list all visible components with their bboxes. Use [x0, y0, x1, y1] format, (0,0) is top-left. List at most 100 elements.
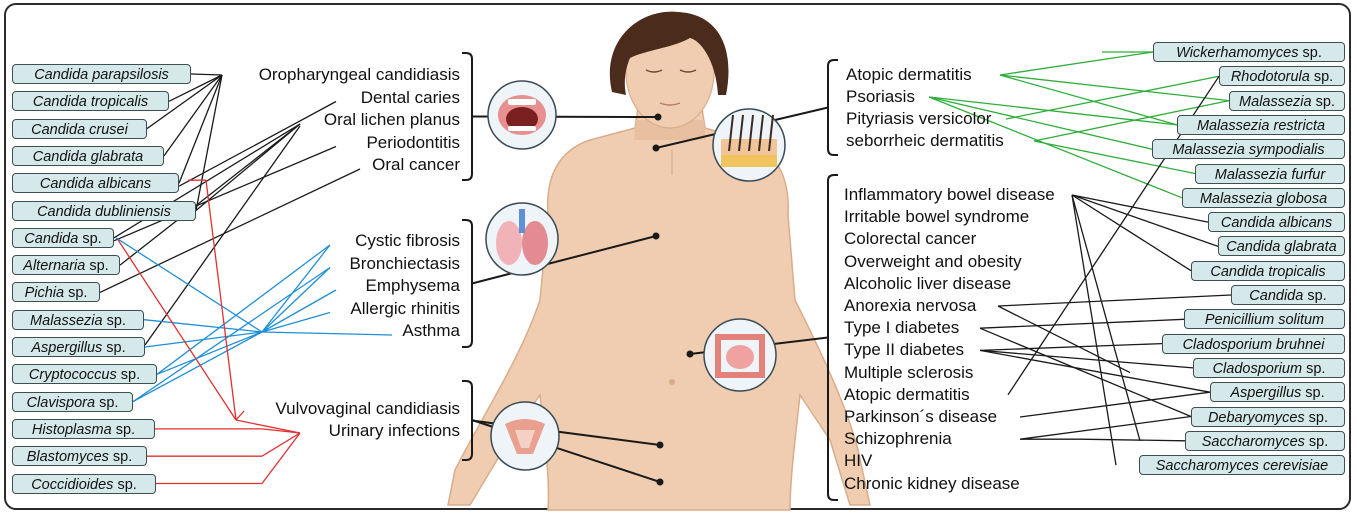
left-organism-box: Aspergillus sp. — [12, 337, 145, 357]
organism-name: Saccharomyces cerevisiae — [1156, 458, 1328, 474]
urogenital-link-line — [262, 433, 300, 484]
organism-suffix: sp. — [1301, 385, 1324, 401]
left-organism-box: Clavispora sp. — [12, 392, 133, 412]
organism-name: Candida glabrata — [33, 149, 143, 165]
skin-disease-label: Pityriasis versicolor — [846, 109, 991, 129]
organism-suffix: sp. — [103, 313, 126, 329]
organism-name: Cryptococcus — [29, 367, 117, 383]
organism-suffix: sp. — [1305, 410, 1328, 426]
right-organism-box: Saccharomyces sp. — [1185, 431, 1345, 451]
gut-disease-label: HIV — [844, 451, 872, 471]
left-organism-box: Cryptococcus sp. — [12, 364, 157, 384]
organism-name: Candida glabrata — [1226, 239, 1336, 255]
left-organism-box: Candida albicans — [12, 173, 179, 193]
skin-organ-icon — [713, 109, 785, 181]
organism-suffix: sp. — [1310, 69, 1333, 85]
right-organism-box: Candida albicans — [1208, 212, 1345, 232]
gut-disease-label: Chronic kidney disease — [844, 474, 1020, 494]
urogenital-link-line — [262, 433, 300, 456]
gut-bracket-dot — [687, 351, 694, 358]
skin-disease-label: Psoriasis — [846, 87, 915, 107]
gut-disease-label: Multiple sclerosis — [844, 363, 973, 383]
organism-suffix: sp. — [64, 285, 87, 301]
right-organism-box: Candida tropicalis — [1191, 261, 1345, 281]
left-organism-box: Candida glabrata — [12, 146, 164, 166]
skin-bracket — [828, 60, 838, 155]
right-organism-box: Penicillium solitum — [1184, 309, 1345, 329]
gut-link-line — [1020, 392, 1210, 417]
skin-link-line — [1000, 52, 1153, 75]
lung-bracket-dot — [653, 233, 660, 240]
oral-link-line — [191, 74, 222, 75]
lung-disease-label: Bronchiectasis — [349, 254, 460, 274]
urogenital-bracket-dot — [657, 442, 664, 449]
organism-name: Candida albicans — [40, 176, 151, 192]
organism-name: Saccharomyces — [1202, 434, 1305, 450]
right-organism-box: Candida glabrata — [1218, 236, 1345, 256]
gut-disease-label: Schizophrenia — [844, 429, 952, 449]
organism-name: Candida tropicalis — [33, 94, 148, 110]
gut-disease-label: Irritable bowel syndrome — [844, 207, 1029, 227]
left-organism-box: Alternaria sp. — [12, 255, 120, 275]
gut-disease-label: Anorexia nervosa — [844, 296, 976, 316]
skin-disease-label: Atopic dermatitis — [846, 65, 972, 85]
lung-disease-label: Asthma — [402, 321, 460, 341]
lung-disease-label: Allergic rhinitis — [350, 299, 460, 319]
gut-link-line — [1020, 417, 1191, 440]
gut-disease-label: Colorectal cancer — [844, 229, 976, 249]
oral-disease-label: Oropharyngeal candidiasis — [259, 65, 460, 85]
uterus-organ-icon — [491, 402, 559, 470]
organism-name: Debaryomyces — [1208, 410, 1305, 426]
right-organism-box: Malassezia sp. — [1229, 91, 1345, 111]
organism-suffix: sp. — [113, 477, 136, 493]
oral-link-line — [179, 102, 336, 187]
urogenital-link-line — [118, 240, 236, 420]
right-organism-box: Malassezia restricta — [1177, 115, 1345, 135]
oral-disease-label: Oral cancer — [372, 155, 460, 175]
skin-disease-label: seborrheic dermatitis — [846, 131, 1004, 151]
organism-suffix: sp. — [109, 449, 132, 465]
right-organism-box: Malassezia sympodialis — [1152, 139, 1345, 159]
lung-disease-label: Cystic fibrosis — [355, 231, 460, 251]
oral-disease-label: Oral lichen planus — [324, 110, 460, 130]
right-organism-box: Malassezia globosa — [1182, 188, 1345, 208]
gut-link-line — [980, 328, 1191, 416]
organism-name: Aspergillus — [1230, 385, 1301, 401]
right-organism-box: Cladosporium bruhnei — [1162, 334, 1345, 354]
left-organism-box: Coccidioides sp. — [12, 474, 156, 494]
urogenital-link-line — [236, 411, 244, 420]
gut-link-line — [980, 344, 1162, 351]
organism-name: Pichia — [25, 285, 65, 301]
organism-name: Candida tropicalis — [1210, 264, 1325, 280]
organism-suffix: sp. — [117, 367, 140, 383]
urogenital-link-line — [206, 180, 236, 420]
organism-name: Cladosporium — [1213, 361, 1302, 377]
gut-disease-label: Atopic dermatitis — [844, 385, 970, 405]
lung-disease-label: Emphysema — [366, 276, 460, 296]
organism-name: Candida dubliniensis — [37, 204, 171, 220]
gut-disease-label: Overweight and obesity — [844, 252, 1022, 272]
gut-disease-label: Alcoholic liver disease — [844, 274, 1011, 294]
oral-link-line — [164, 75, 222, 156]
organism-name: Candida crusei — [31, 122, 128, 138]
organism-suffix: sp. — [102, 340, 125, 356]
gut-disease-label: Inflammatory bowel disease — [844, 185, 1055, 205]
gut-disease-label: Type I diabetes — [844, 318, 959, 338]
right-organism-box: Debaryomyces sp. — [1191, 407, 1345, 427]
lung-link-line — [157, 245, 330, 374]
organism-suffix: sp. — [1312, 94, 1335, 110]
urogenital-link-line — [236, 420, 300, 433]
urogenital-disease-label: Urinary infections — [329, 421, 460, 441]
organism-name: Clavispora — [27, 395, 96, 411]
organism-suffix: sp. — [1302, 361, 1325, 377]
organism-suffix: sp. — [85, 258, 108, 274]
organism-name: Malassezia sympodialis — [1172, 142, 1324, 158]
oral-disease-label: Dental caries — [361, 88, 460, 108]
organism-name: Coccidioides — [31, 477, 113, 493]
mouth-organ-icon — [488, 81, 556, 149]
organism-name: Penicillium solitum — [1205, 312, 1324, 328]
lung-bracket — [462, 220, 472, 347]
organism-name: Malassezia furfur — [1215, 167, 1325, 183]
left-organism-box: Candida sp. — [12, 228, 114, 248]
